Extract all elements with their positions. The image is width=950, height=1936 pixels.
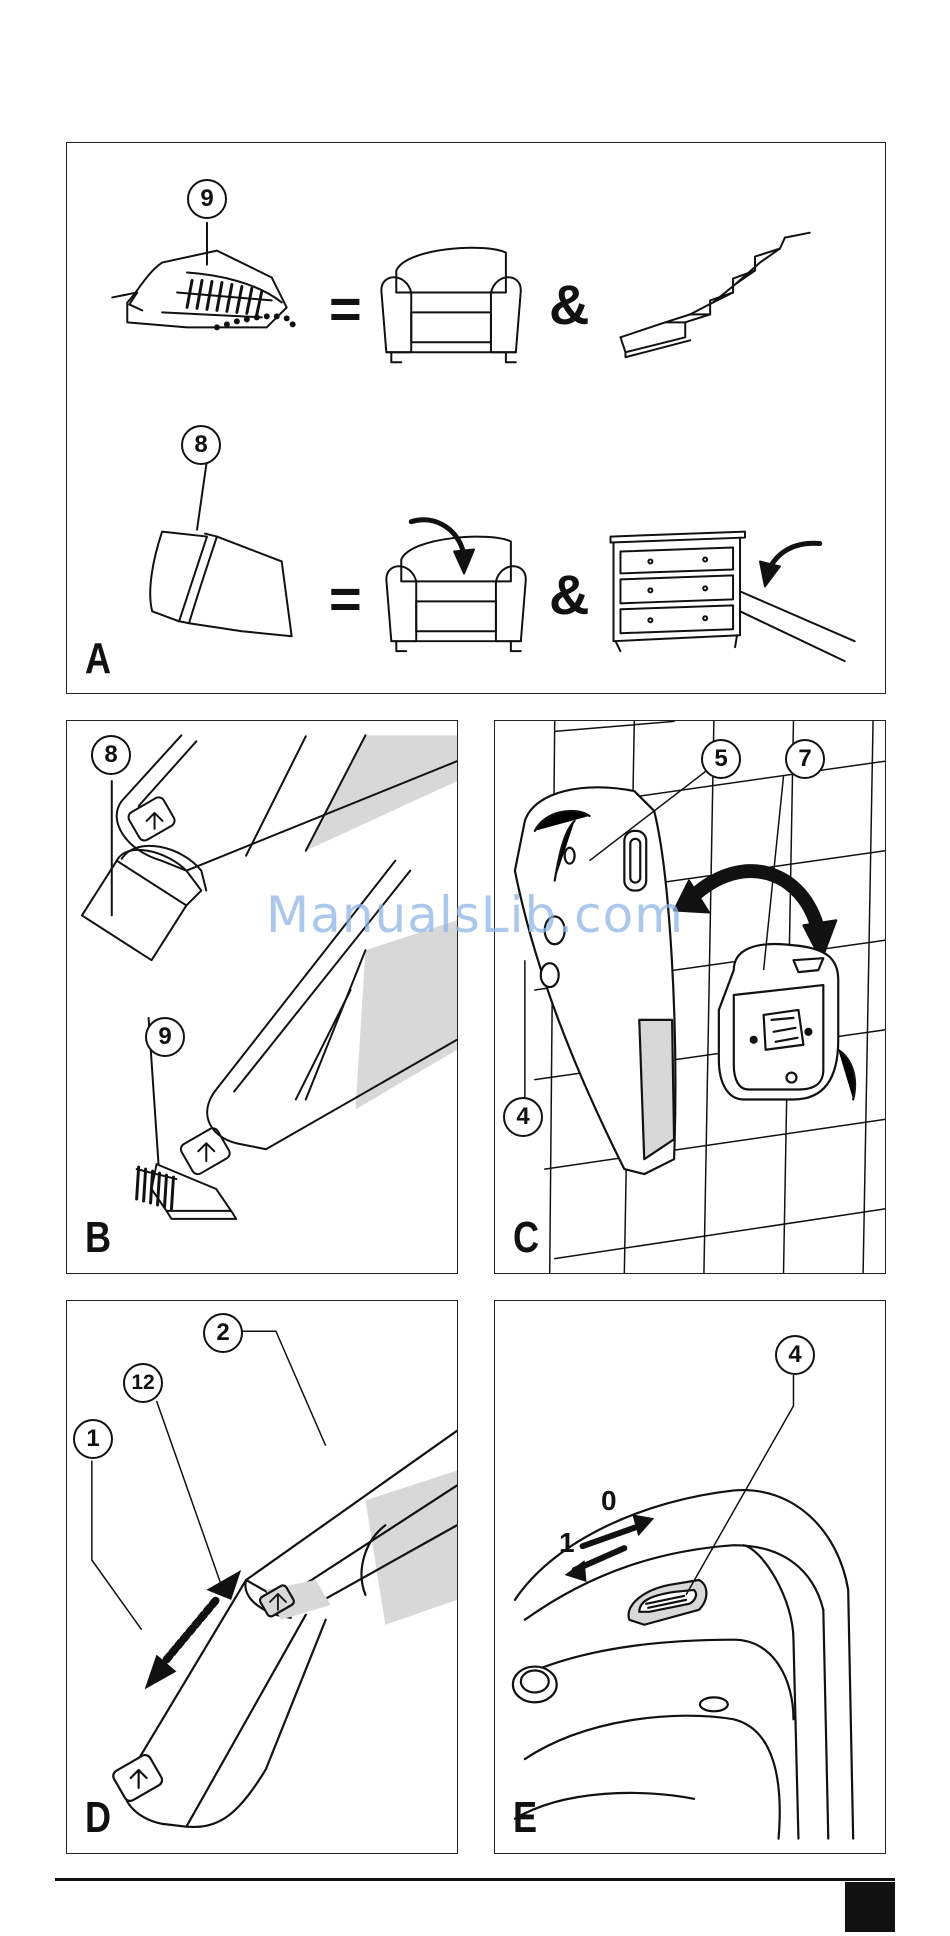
panel-label-e: E <box>513 1796 537 1840</box>
panel-label-a: A <box>85 637 111 681</box>
chest-of-drawers-icon <box>611 532 855 662</box>
switch-position-off: 0 <box>601 1485 617 1517</box>
callout-body-1: 1 <box>73 1419 113 1459</box>
panel-e: 4 0 1 E <box>494 1300 886 1854</box>
callout-switch-4: 4 <box>503 1097 543 1137</box>
panel-a-illustration <box>67 143 885 693</box>
stairs-icon <box>620 233 809 358</box>
crevice-tool-icon <box>150 460 291 636</box>
panel-c-illustration <box>495 721 885 1273</box>
equals-symbol-2: = <box>329 571 362 627</box>
and-symbol-2: & <box>549 567 589 623</box>
callout-indicator-5: 5 <box>701 739 741 779</box>
callout-bowl-2: 2 <box>203 1313 243 1353</box>
equals-symbol: = <box>329 281 362 337</box>
panel-b-illustration <box>67 721 457 1273</box>
callout-wallmount-7: 7 <box>785 739 825 779</box>
panel-c: 5 7 4 C <box>494 720 886 1274</box>
footer-page-tab <box>845 1882 895 1932</box>
callout-release-12: 12 <box>123 1363 163 1403</box>
callout-switch-4: 4 <box>775 1335 815 1375</box>
footer-rule <box>55 1878 895 1881</box>
switch-position-on: 1 <box>559 1527 575 1559</box>
panel-b: 8 9 B <box>66 720 458 1274</box>
and-symbol: & <box>549 277 589 333</box>
panel-label-d: D <box>85 1796 111 1840</box>
panel-label-c: C <box>513 1216 539 1260</box>
armchair-icon <box>381 248 520 362</box>
callout-brush-9: 9 <box>145 1017 185 1057</box>
panel-label-b: B <box>85 1216 111 1260</box>
panel-a: 9 8 = & = & A <box>66 142 886 694</box>
callout-crevice-8: 8 <box>91 735 131 775</box>
callout-crevice-8: 8 <box>181 425 221 465</box>
callout-brush-9: 9 <box>187 179 227 219</box>
panel-e-illustration <box>495 1301 885 1853</box>
panel-d: 2 12 1 D <box>66 1300 458 1854</box>
brush-accessory-icon <box>112 223 295 331</box>
